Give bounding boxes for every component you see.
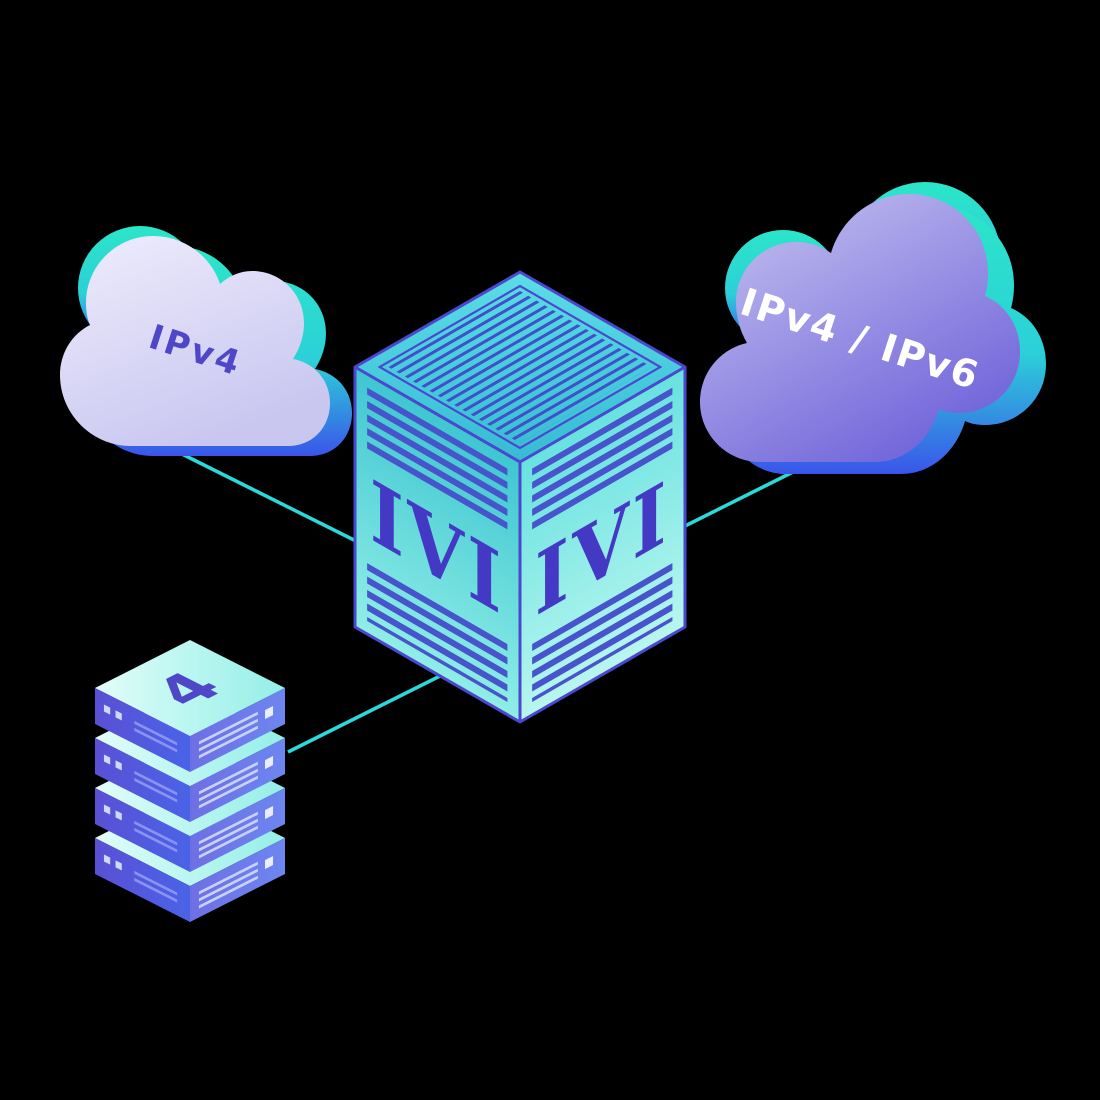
ivi-cube-left-face: IVI bbox=[355, 367, 520, 722]
ivi-cube-left-top-vents bbox=[367, 387, 508, 530]
ipv4-cloud: IPv4 bbox=[60, 226, 352, 456]
server-stack: 4 bbox=[95, 640, 285, 922]
dual-stack-cloud: IPv4 / IPv6 bbox=[700, 182, 1046, 474]
ivi-cube-right-face: IVI bbox=[520, 367, 685, 722]
ipv4-cloud-body bbox=[60, 236, 330, 446]
ivi-cube-right-bottom-vents bbox=[532, 563, 673, 702]
ivi-translator-cube: IVI IVI bbox=[353, 270, 687, 724]
ivi-cube-left-bottom-vents bbox=[367, 563, 508, 702]
ivi-cube-edges bbox=[353, 270, 687, 724]
dual-stack-cloud-body bbox=[700, 194, 1020, 462]
ivi-cube-right-top-vents bbox=[532, 387, 673, 530]
